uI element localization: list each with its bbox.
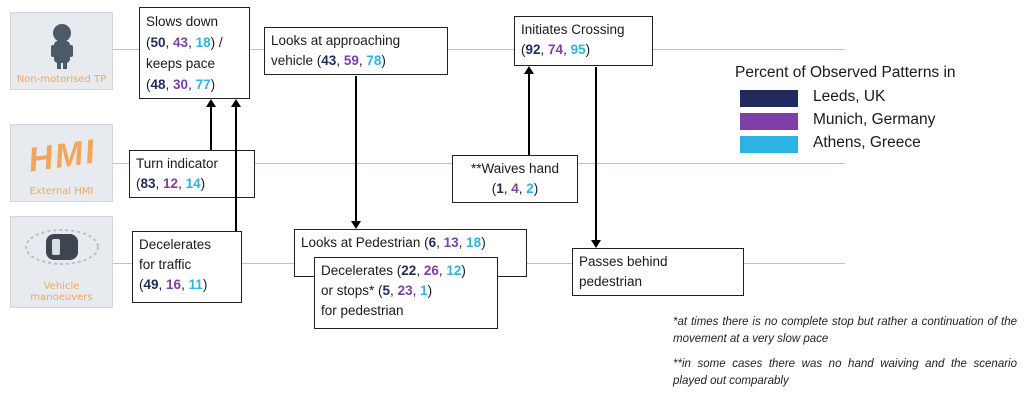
legend-swatch-leeds xyxy=(740,90,798,107)
node-initiates-crossing: Initiates Crossing (92, 74, 95) xyxy=(514,16,653,66)
actor-label-hmi: External HMI xyxy=(29,186,94,197)
footnote-stop: *at times there is no complete stop but … xyxy=(673,316,1017,345)
actor-label-pedestrian: Non-motorised TP xyxy=(16,74,107,85)
turn-indicator-line2: (83, 12, 14) xyxy=(136,176,206,191)
initiates-line1: Initiates Crossing xyxy=(521,22,625,37)
looks-vehicle-line1: Looks at approaching xyxy=(271,33,401,48)
initiates-line2: (92, 74, 95) xyxy=(521,42,591,57)
legend-label-munich: Munich, Germany xyxy=(813,111,936,128)
footnote-hand: **in some cases there was no hand waivin… xyxy=(673,358,1017,387)
arrow-initiates-to-passes xyxy=(591,67,601,248)
legend-title: Percent of Observed Patterns in xyxy=(735,64,956,81)
arrow-looks-vehicle-to-looks-ped xyxy=(351,76,361,229)
node-looks-at-vehicle: Looks at approaching vehicle (43, 59, 78… xyxy=(264,27,448,75)
looks-vehicle-line2: vehicle (43, 59, 78) xyxy=(271,53,386,68)
node-turn-indicator: Turn indicator (83, 12, 14) xyxy=(129,150,255,198)
pedestrian-icon xyxy=(51,24,73,69)
decel-traffic-line2: for traffic xyxy=(139,257,192,272)
decel-traffic-line1: Decelerates xyxy=(139,237,212,252)
slows-down-line1: Slows down xyxy=(146,14,219,29)
node-decelerates-for-traffic: Decelerates for traffic (49, 16, 11) xyxy=(132,231,242,303)
node-decelerates-for-pedestrian: Decelerates (22, 26, 12) or stops* (5, 2… xyxy=(314,257,498,329)
arrow-turn-to-slows-1 xyxy=(206,99,216,150)
waives-hand-line2: (1, 4, 2) xyxy=(491,181,539,196)
passes-behind-line2: pedestrian xyxy=(579,274,643,289)
waives-hand-line1: **Waives hand xyxy=(470,161,560,176)
decel-ped-line3: for pedestrian xyxy=(321,303,404,318)
actor-label-vehicle: Vehicle manoeuvers xyxy=(30,281,93,303)
hmi-logo: HMI xyxy=(25,132,99,180)
actor-hmi: HMI External HMI xyxy=(10,124,113,202)
looks-ped-line1: Looks at Pedestrian (6, 13, 18) xyxy=(301,235,486,250)
slows-down-line3: keeps pace xyxy=(146,56,216,71)
lane-line-pedestrian xyxy=(113,49,845,50)
node-waives-hand: **Waives hand (1, 4, 2) xyxy=(452,155,578,203)
decel-traffic-line3: (49, 16, 11) xyxy=(139,277,208,292)
legend-label-leeds: Leeds, UK xyxy=(813,88,886,105)
car-top-view-icon xyxy=(25,229,99,265)
decel-ped-line2: or stops* (5, 23, 1) xyxy=(321,283,433,298)
decel-ped-line1: Decelerates (22, 26, 12) xyxy=(321,263,466,278)
legend-swatch-munich xyxy=(740,113,798,130)
node-slows-down: Slows down (50, 43, 18) / keeps pace (48… xyxy=(139,7,250,99)
passes-behind-line1: Passes behind xyxy=(579,254,668,269)
slows-down-line4: (48, 30, 77) xyxy=(146,77,216,92)
actor-vehicle: Vehicle manoeuvers xyxy=(10,216,113,308)
arrow-decel-to-slows-2 xyxy=(231,99,241,231)
turn-indicator-line1: Turn indicator xyxy=(136,156,219,171)
legend-swatch-athens xyxy=(740,136,798,153)
actor-pedestrian: Non-motorised TP xyxy=(10,12,113,90)
legend-label-athens: Athens, Greece xyxy=(813,134,921,151)
slows-down-line2: (50, 43, 18) / xyxy=(146,35,223,50)
arrow-waives-to-initiates xyxy=(524,66,534,155)
node-passes-behind: Passes behind pedestrian xyxy=(572,248,744,296)
